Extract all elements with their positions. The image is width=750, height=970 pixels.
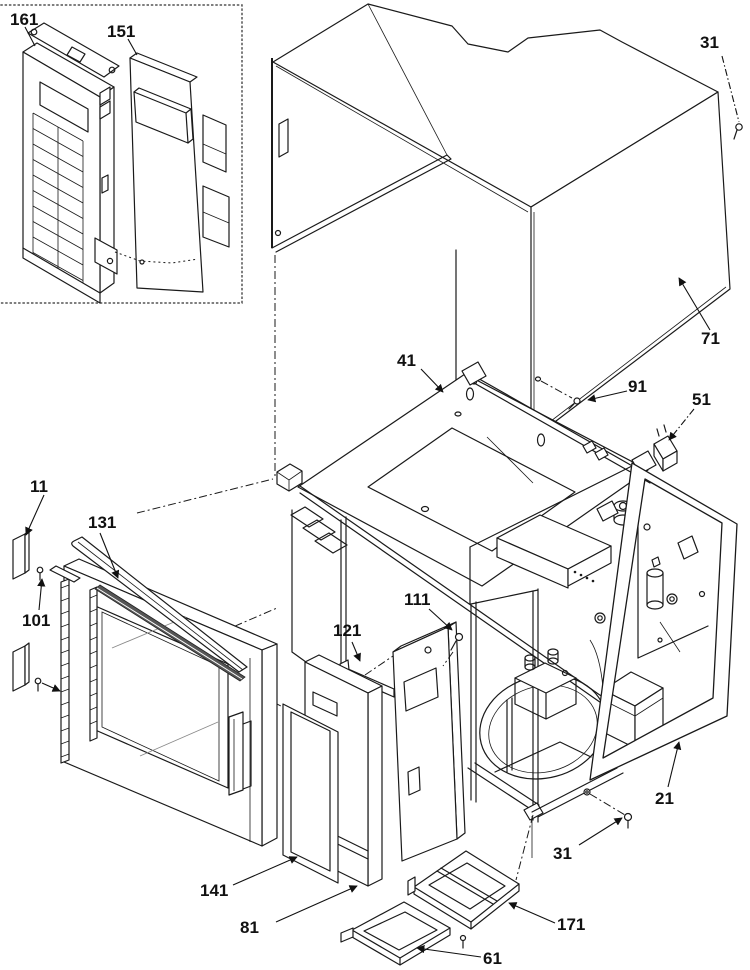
leader-line-31-top: [721, 55, 740, 123]
door-handle: [228, 711, 252, 796]
leader-line-41: [420, 368, 444, 393]
cover-slot: [278, 118, 289, 158]
back-rail-part: [461, 361, 657, 484]
leader-line-81: [275, 885, 358, 923]
leader-line-71: [678, 277, 711, 331]
leader-line-171: [508, 902, 556, 924]
door-assembly: [12, 478, 278, 847]
part-label-31-bottom: 31: [553, 844, 572, 863]
side-frame-part: [589, 462, 738, 781]
part-label-141: 141: [200, 881, 228, 900]
end-cap-bottom: [12, 642, 30, 692]
control-panel-part: [22, 22, 120, 304]
control-board-panel-part: [339, 621, 466, 862]
part-labels: 161 151 31 71 41 91 51 11 131 101 111 121 21 31 141 81 1…: [10, 10, 740, 968]
part-label-31-top: 31: [700, 33, 719, 52]
part-label-121: 121: [333, 621, 361, 640]
leader-line-91: [587, 390, 628, 403]
leader-line-151: [127, 38, 138, 56]
leader-line-121: [351, 641, 361, 662]
part-label-61: 61: [483, 949, 502, 968]
leader-line-11: [25, 494, 45, 536]
screw-101-top: [36, 566, 44, 581]
leader-line-161: [24, 26, 36, 47]
chassis-cavity: [276, 463, 709, 858]
magnetron-box: [496, 514, 612, 589]
base-frame-tray-part: [407, 850, 520, 930]
leader-line-61: [416, 944, 482, 958]
leader-line-21: [667, 741, 682, 788]
part-label-81: 81: [240, 918, 259, 937]
base-rails: [467, 762, 624, 858]
turntable-fan: [479, 648, 607, 780]
inner-panel-part: [282, 703, 339, 884]
leader-line-101: [37, 578, 46, 611]
leader-line-141: [232, 856, 298, 886]
screw-tray: [459, 934, 467, 949]
part-label-51: 51: [692, 390, 711, 409]
part-label-71: 71: [701, 329, 720, 348]
glass-tray-part: [340, 901, 451, 966]
leader-line-131: [99, 532, 120, 579]
keypad-grid: [32, 112, 84, 283]
vent-louvers: [290, 506, 348, 554]
part-label-131: 131: [88, 513, 116, 532]
screw-111: [442, 632, 464, 667]
part-label-151: 151: [107, 22, 135, 41]
inset-border: [0, 4, 243, 304]
interlock-switch-part: [653, 424, 678, 472]
screw-101-bottom: [34, 677, 61, 692]
screw-top-right: [733, 123, 743, 140]
door-seal-strips: [60, 578, 98, 764]
board-panel-part: [114, 52, 230, 293]
part-label-111: 111: [404, 590, 431, 609]
part-label-11: 11: [30, 477, 48, 496]
capacitor: [646, 556, 664, 610]
inset-detail-box: [0, 4, 243, 304]
part-label-41: 41: [397, 351, 416, 370]
leader-line-51: [668, 408, 695, 441]
part-label-171: 171: [557, 915, 585, 934]
leader-line-111: [428, 608, 453, 631]
end-cap-top: [12, 530, 30, 580]
part-label-21: 21: [655, 789, 674, 808]
screw-bottom: [515, 788, 633, 881]
screw-91: [540, 380, 581, 410]
part-label-161: 161: [10, 10, 38, 29]
part-label-101: 101: [22, 611, 50, 630]
leader-line-31-bottom: [578, 817, 623, 846]
part-label-91: 91: [628, 377, 647, 396]
outer-cover-part: [271, 3, 743, 441]
